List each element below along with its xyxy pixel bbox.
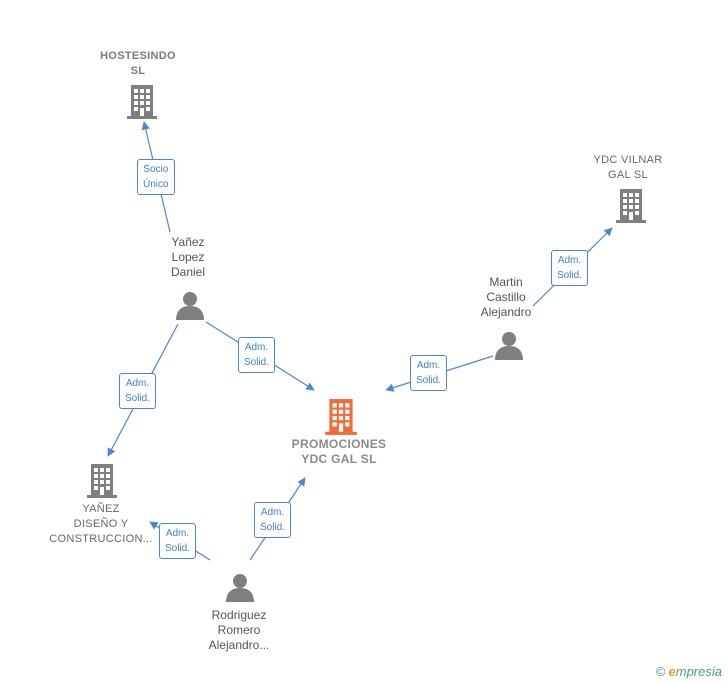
edge-badge-adm-solid[interactable]: Adm. Solid. [159,523,197,559]
building-icon[interactable] [126,84,158,120]
company-label-hostesindo[interactable]: HOSTESINDO SL [100,50,176,77]
person-label-yanez-lopez[interactable]: Yañez Lopez Daniel [170,235,206,279]
brand-initial: e [668,664,676,679]
building-icon[interactable] [86,463,118,499]
edge-badge-adm-solid[interactable]: Adm. Solid. [551,250,589,286]
person-label-martin-castillo[interactable]: Martin Castillo Alejandro [480,275,532,319]
copyright-icon: © [655,664,666,679]
person-icon[interactable] [494,330,524,360]
company-label-yanez-diseno[interactable]: YAÑEZ DISEÑO Y CONSTRUCCION... [49,503,153,545]
building-icon[interactable] [615,188,647,224]
main-company-building-icon[interactable] [324,398,358,436]
person-icon[interactable] [175,290,205,320]
person-icon[interactable] [225,572,255,602]
company-label-promociones[interactable]: PROMOCIONES YDC GAL SL [291,437,387,466]
person-label-rodriguez-romero[interactable]: Rodriguez Romero Alejandro... [208,608,270,652]
brand-name: mpresia [675,664,722,679]
brand-footer[interactable]: ©empresia [656,664,722,679]
edge-badge-adm-solid[interactable]: Adm. Solid. [238,337,276,373]
edge-badge-adm-solid[interactable]: Adm. Solid. [254,502,292,538]
edge-badge-socio-unico[interactable]: Socio Único [137,159,175,195]
company-label-ydc-vilnar[interactable]: YDC VILNAR GAL SL [593,154,663,181]
edge-badge-adm-solid[interactable]: Adm. Solid. [410,355,448,391]
edge-badge-adm-solid[interactable]: Adm. Solid. [119,373,157,409]
